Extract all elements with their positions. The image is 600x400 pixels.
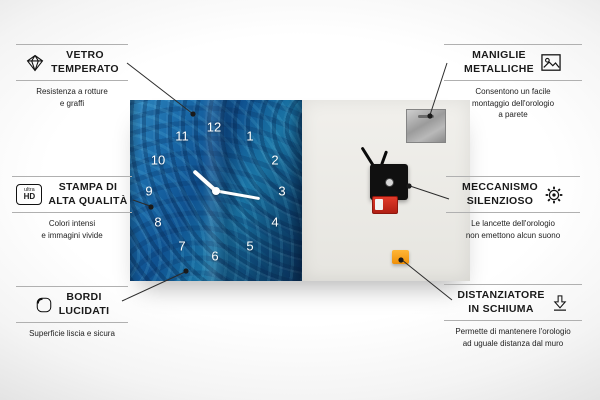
clock-number: 8	[154, 214, 162, 230]
ultra-hd-icon-label: ultra	[24, 186, 35, 193]
callout-stampa-alta-qualita: ultra HD STAMPA DI ALTA QUALITÀ Colori i…	[12, 176, 132, 241]
clock-number: 10	[150, 152, 166, 168]
callout-title: MECCANISMO SILENZIOSO	[462, 181, 538, 207]
callout-header: DISTANZIATORE IN SCHIUMA	[444, 284, 582, 322]
foam-spacer-icon	[553, 294, 567, 311]
callout-maniglie-metalliche: MANIGLIE METALLICHE Consentono un facile…	[444, 44, 582, 121]
clock-number: 6	[211, 248, 219, 264]
callout-subtitle: Le lancette dell'orologio non emettono a…	[465, 219, 561, 240]
minute-hand	[215, 189, 260, 201]
callout-subtitle: Superficie liscia e sicura	[29, 329, 115, 339]
callout-header: MANIGLIE METALLICHE	[444, 44, 582, 82]
callout-subtitle: Resistenza a rotture e graffi	[36, 87, 108, 108]
clock-number: 2	[271, 152, 279, 168]
polished-edge-icon	[36, 297, 51, 312]
metal-mounting-plate	[406, 109, 446, 143]
clock-number: 9	[145, 183, 153, 199]
callout-subtitle: Permette di mantenere l'orologio ad ugua…	[455, 327, 571, 348]
diamond-icon	[26, 54, 44, 72]
clock-front-face: 12 1 2 3 4 5 6 7 8 9 10 11	[130, 100, 302, 281]
callout-title: BORDI LUCIDATI	[58, 291, 110, 317]
ultra-hd-icon-label: HD	[23, 192, 36, 202]
callout-header: ultra HD STAMPA DI ALTA QUALITÀ	[12, 176, 132, 214]
clock-number: 5	[246, 238, 254, 254]
mounting-slot	[418, 115, 434, 118]
callout-vetro-temperato: VETRO TEMPERATO Resistenza a rotture e g…	[16, 44, 128, 109]
callout-bordi-lucidati: BORDI LUCIDATI Superficie liscia e sicur…	[16, 286, 128, 340]
product-photo: 12 1 2 3 4 5 6 7 8 9 10 11	[130, 100, 470, 281]
callout-subtitle: Consentono un facile montaggio dell'orol…	[471, 87, 555, 120]
ultra-hd-icon: ultra HD	[16, 184, 43, 206]
clock-number: 7	[178, 238, 186, 254]
battery	[372, 196, 398, 214]
gear-icon	[545, 186, 563, 203]
callout-header: MECCANISMO SILENZIOSO	[446, 176, 580, 214]
clock-number: 11	[175, 128, 189, 144]
clock-number: 1	[246, 128, 254, 144]
callout-subtitle: Colori intensi e immagini vivide	[41, 219, 103, 240]
callout-meccanismo-silenzioso: MECCANISMO SILENZIOSO Le lancette dell'o…	[446, 176, 580, 241]
clock-number: 3	[278, 183, 286, 199]
picture-frame-icon	[541, 54, 561, 71]
mechanism-shaft	[384, 177, 394, 187]
clock-mechanism	[360, 146, 412, 216]
mechanism-box	[370, 164, 408, 200]
clock-back-panel	[302, 100, 470, 281]
battery-label	[375, 199, 383, 210]
callout-distanziatore-in-schiuma: DISTANZIATORE IN SCHIUMA Permette di man…	[444, 284, 582, 349]
foam-spacer	[392, 250, 409, 264]
callout-title: DISTANZIATORE IN SCHIUMA	[457, 289, 545, 315]
callout-title: MANIGLIE METALLICHE	[464, 49, 534, 75]
callout-header: VETRO TEMPERATO	[16, 44, 128, 82]
callout-title: VETRO TEMPERATO	[51, 49, 119, 75]
clock-number: 4	[271, 214, 279, 230]
callout-title: STAMPA DI ALTA QUALITÀ	[48, 181, 128, 207]
callout-header: BORDI LUCIDATI	[16, 286, 128, 324]
clock-center-cap	[212, 187, 220, 195]
clock-number: 12	[206, 119, 222, 135]
